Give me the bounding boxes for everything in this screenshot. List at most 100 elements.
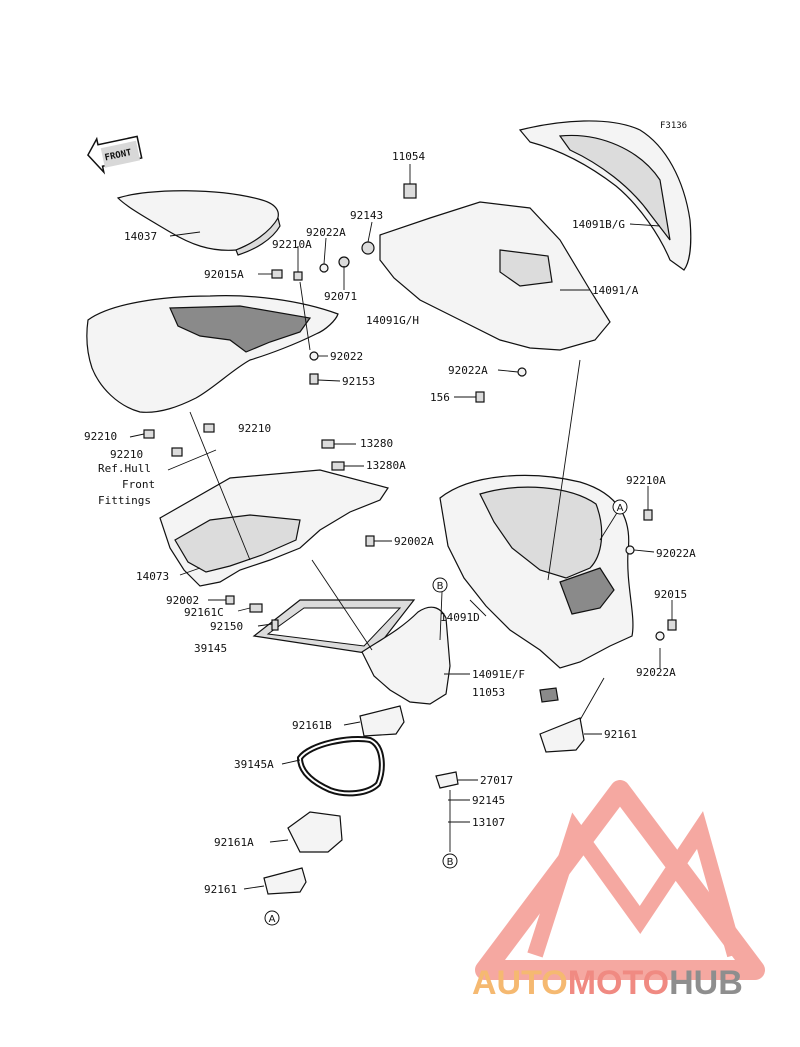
figure-code: F3136 <box>660 121 687 131</box>
part-14091d-panel <box>559 567 615 615</box>
part-14091bg-shape <box>518 120 692 271</box>
part-14037-underside <box>235 216 281 256</box>
label-14091d: 14091D <box>440 611 480 624</box>
part-92161-bottom-shape <box>263 867 307 895</box>
label-92161c: 92161C <box>184 606 224 619</box>
part-156-shape <box>475 391 485 403</box>
part-92022-shape <box>309 351 319 361</box>
part-11054-shape <box>403 183 417 199</box>
label-92210a-right: 92210A <box>626 474 666 487</box>
ref-a-bottom: A <box>264 910 280 926</box>
ref-b-top: B <box>432 577 448 593</box>
label-14091gh: 14091G/H <box>366 314 419 327</box>
watermark-text: AUTOMOTOHUB <box>472 964 743 1002</box>
front-arrow-icon: FRONT <box>86 135 143 175</box>
label-14091bg: 14091B/G <box>572 218 625 231</box>
ref-a-top: A <box>612 499 628 515</box>
part-92015-shape <box>667 619 677 631</box>
part-92071-shape <box>338 256 350 268</box>
part-92022a-right2-shape <box>655 631 665 641</box>
label-14091ef: 14091E/F <box>472 668 525 681</box>
label-92161-bottom: 92161 <box>204 883 237 896</box>
part-14091d-cavity <box>479 486 603 579</box>
label-92015: 92015 <box>654 588 687 601</box>
svg-text:B: B <box>437 581 444 592</box>
watermark-auto: AUTO <box>472 964 568 1002</box>
label-92150: 92150 <box>210 620 243 633</box>
part-92161a-shape <box>287 811 343 853</box>
label-13280: 13280 <box>360 437 393 450</box>
label-14073: 14073 <box>136 570 169 583</box>
ref-b-bottom: B <box>442 853 458 869</box>
svg-text:B: B <box>447 857 454 868</box>
label-156: 156 <box>430 391 450 404</box>
watermark-logo <box>475 780 765 980</box>
part-92015a-shape <box>271 269 283 279</box>
part-14073-shade <box>174 514 301 573</box>
part-92022a-mid-shape <box>517 367 527 377</box>
label-92022: 92022 <box>330 350 363 363</box>
label-92210-ref: 92210 <box>110 448 143 461</box>
label-front: Front <box>122 478 155 491</box>
label-ref-hull: Ref.Hull <box>98 462 151 475</box>
label-92210-mid: 92210 <box>238 422 271 435</box>
label-92002a: 92002A <box>394 535 434 548</box>
label-92153: 92153 <box>342 375 375 388</box>
label-92210-left: 92210 <box>84 430 117 443</box>
svg-text:A: A <box>617 503 624 514</box>
label-92145: 92145 <box>472 794 505 807</box>
part-92210-mid-shape <box>203 423 215 433</box>
part-14091ef-shape <box>361 606 451 705</box>
label-92022a-top: 92022A <box>306 226 346 239</box>
part-92161b-shape <box>359 705 405 737</box>
label-11053: 11053 <box>472 686 505 699</box>
part-labels: 11054 92143 14091B/G 14037 92022A 92210A… <box>84 150 696 896</box>
label-13280a: 13280A <box>366 459 406 472</box>
part-11053-shape <box>539 687 559 703</box>
watermark-moto: MOTO <box>568 964 669 1002</box>
label-92161b: 92161B <box>292 719 332 732</box>
label-92015a: 92015A <box>204 268 244 281</box>
part-92022a-top-shape <box>319 263 329 273</box>
part-27017-shape <box>435 771 459 789</box>
label-13107: 13107 <box>472 816 505 829</box>
leader-lines <box>129 164 673 890</box>
part-92022a-right1-shape <box>625 545 635 555</box>
label-92161-right: 92161 <box>604 728 637 741</box>
part-92161-right-shape <box>539 717 585 753</box>
label-92022a-right1: 92022A <box>656 547 696 560</box>
part-39145-inner <box>266 607 402 647</box>
label-39145a: 39145A <box>234 758 274 771</box>
part-92002-shape <box>225 595 235 605</box>
label-92210a-top: 92210A <box>272 238 312 251</box>
part-14091bg-inner <box>558 134 671 241</box>
label-14091a: 14091/A <box>592 284 639 297</box>
label-92022a-right2: 92022A <box>636 666 676 679</box>
label-92022a-mid: 92022A <box>448 364 488 377</box>
label-39145: 39145 <box>194 642 227 655</box>
label-92161a: 92161A <box>214 836 254 849</box>
part-92153-shape <box>309 373 319 385</box>
label-14037: 14037 <box>124 230 157 243</box>
label-92071: 92071 <box>324 290 357 303</box>
part-39145a-shape <box>296 736 385 797</box>
part-14091a-shape <box>379 201 611 351</box>
label-92002: 92002 <box>166 594 199 607</box>
part-92002a-shape <box>365 535 375 547</box>
part-13280-shape <box>321 439 335 449</box>
part-92210-left-shape <box>143 429 155 439</box>
label-27017: 27017 <box>480 774 513 787</box>
part-92161c-shape <box>249 603 263 613</box>
part-92210a-top-shape <box>293 271 303 281</box>
part-14091gh-opening <box>169 305 312 353</box>
part-92150-shape <box>271 619 279 631</box>
svg-text:A: A <box>269 914 276 925</box>
part-39145a-inner <box>298 738 383 795</box>
part-92143-shape <box>361 241 375 255</box>
part-14091a-recess <box>499 249 553 287</box>
label-11054: 11054 <box>392 150 425 163</box>
label-92143: 92143 <box>350 209 383 222</box>
part-92210-ref-shape <box>171 447 183 457</box>
part-13280a-shape <box>331 461 345 471</box>
